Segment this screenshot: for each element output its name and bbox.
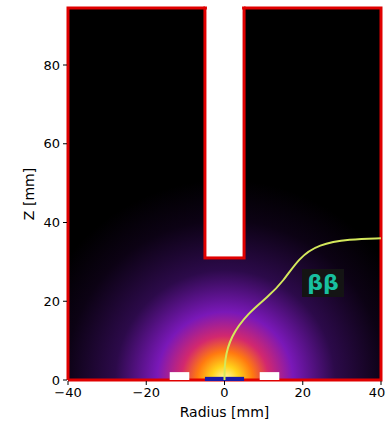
tick-mark bbox=[63, 380, 67, 381]
tick-mark bbox=[63, 65, 67, 66]
tick-label: −40 bbox=[54, 386, 81, 399]
field-glow bbox=[68, 8, 381, 380]
housing-outline bbox=[68, 8, 381, 380]
electron-trajectory bbox=[225, 238, 382, 380]
tick-label: 80 bbox=[43, 59, 60, 72]
tick-label: 0 bbox=[220, 386, 228, 399]
particle-label: ββ bbox=[302, 269, 344, 297]
axis-title: Z [mm] bbox=[22, 168, 36, 220]
housing-outline bbox=[68, 8, 205, 380]
detector-volume bbox=[68, 8, 381, 380]
central-well bbox=[205, 8, 244, 258]
tick-mark bbox=[146, 381, 147, 385]
tick-mark bbox=[63, 222, 67, 223]
tick-label: 40 bbox=[369, 386, 386, 399]
tick-label: 60 bbox=[43, 137, 60, 150]
tick-mark bbox=[302, 381, 303, 385]
detector-illustration bbox=[63, 4, 381, 385]
axis-title: Radius [mm] bbox=[180, 405, 270, 419]
tick-mark bbox=[63, 301, 67, 302]
tick-label: −20 bbox=[133, 386, 160, 399]
electrode-pad bbox=[170, 372, 190, 380]
electrode-pad bbox=[260, 372, 280, 380]
tick-mark bbox=[63, 143, 67, 144]
tick-label: 20 bbox=[294, 386, 311, 399]
tick-label: 20 bbox=[43, 295, 60, 308]
tick-mark bbox=[224, 381, 225, 385]
tick-label: 40 bbox=[43, 216, 60, 229]
tick-mark bbox=[381, 381, 382, 385]
tick-mark bbox=[68, 381, 69, 385]
well-opening bbox=[207, 4, 242, 12]
